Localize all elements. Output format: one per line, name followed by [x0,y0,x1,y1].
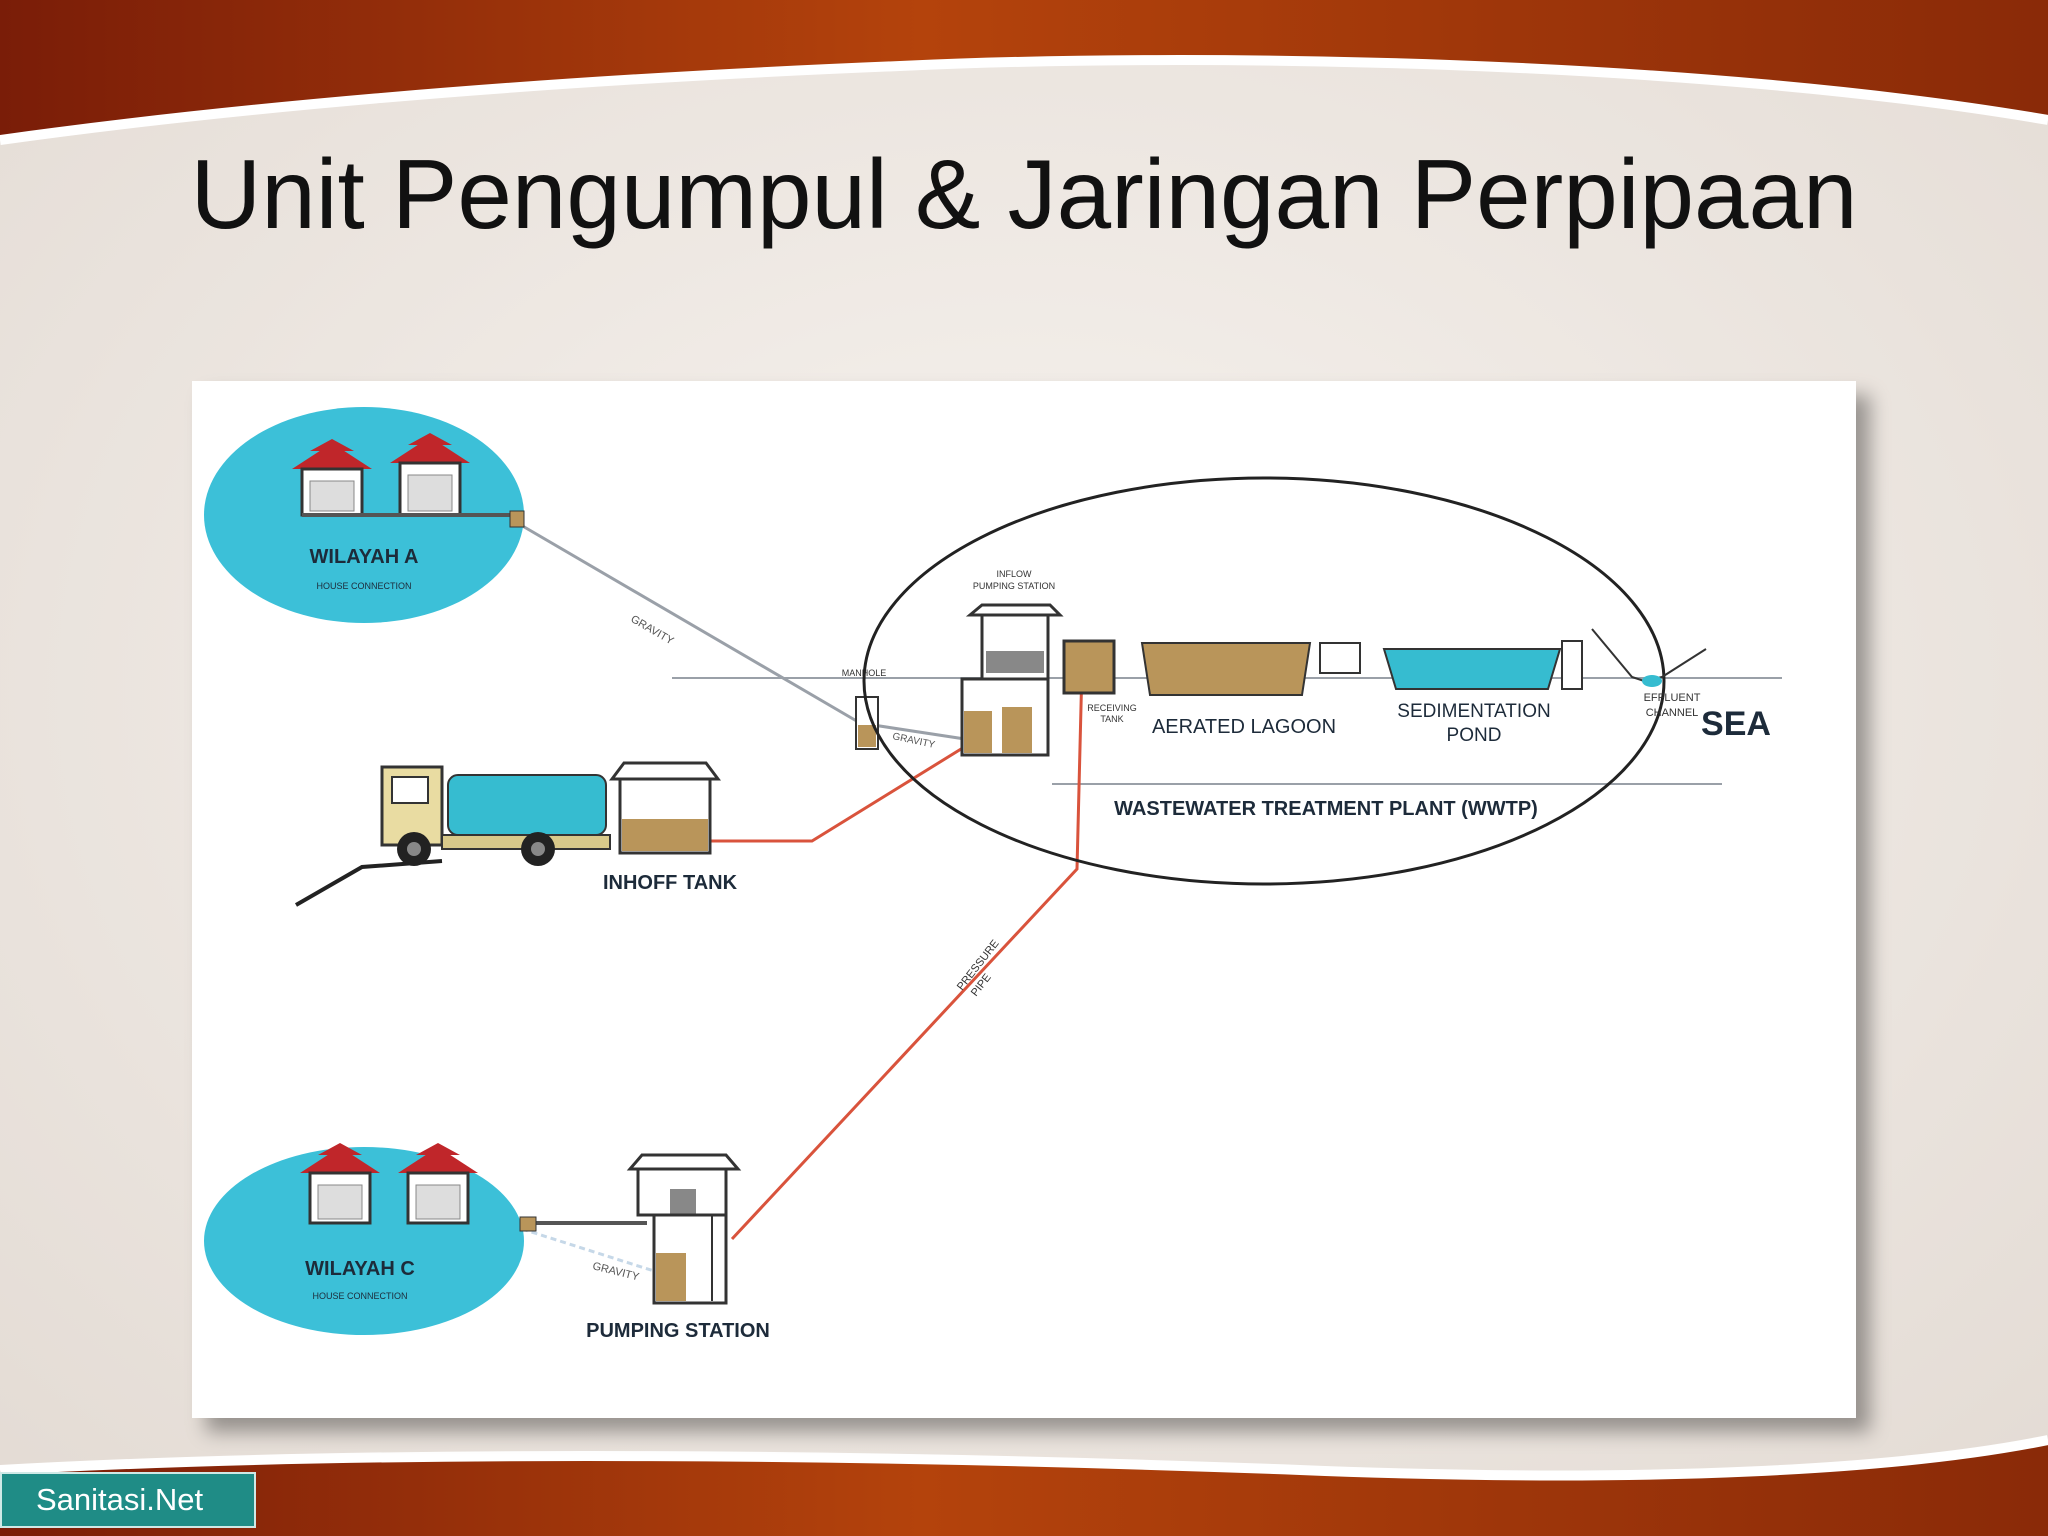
brand-label: Sanitasi.Net [0,1472,256,1528]
sedimentation-pond [1319,640,1583,690]
effluent-channel-label: EFFLUENT [1644,692,1701,704]
road-line [295,859,443,907]
wwtp-boundary [862,476,1666,886]
zone-subtitle: HOUSE CONNECTION [316,581,411,591]
pumping-station-label: PUMPING STATION [586,1320,770,1342]
sedimentation-label: POND [1447,725,1502,746]
gravity-pipe-a [513,519,861,725]
pumping-station [626,1153,742,1305]
zone-name: WILAYAH C [305,1258,415,1280]
manhole [855,696,879,750]
tanker-pipe [710,739,975,843]
effluent-channel [1591,628,1707,687]
inhoff-tank-label: INHOFF TANK [603,872,738,894]
house-icon [398,1143,478,1225]
wastewater-diagram: WILAYAH A HOUSE CONNECTION GRAVITY MANHO… [192,381,1856,1418]
gravity-pipe-c [521,1227,655,1273]
house-icon [300,1143,380,1225]
receiving-tank [1062,639,1116,695]
gravity-pipe-manhole [859,721,979,743]
pipe-label-gravity: GRAVITY [629,613,677,647]
inhoff-tank [609,761,721,855]
sea-label: SEA [1701,705,1771,743]
aerated-lagoon [1140,642,1312,696]
zone-subtitle: HOUSE CONNECTION [312,1291,407,1301]
pipe-label-gravity: GRAVITY [591,1260,641,1283]
sedimentation-label: SEDIMENTATION [1397,701,1550,722]
slide-title: Unit Pengumpul & Jaringan Perpipaan [190,139,1858,249]
inflow-pumping-label: PUMPING STATION [973,581,1055,591]
inflow-pumping-label: INFLOW [997,569,1033,579]
receiving-tank-label: TANK [1100,714,1123,724]
house-icon [292,439,372,517]
tanker-truck-icon [380,765,611,866]
wwtp-label: WASTEWATER TREATMENT PLANT (WWTP) [1114,798,1538,820]
receiving-tank-label: RECEIVING [1087,703,1137,713]
inflow-pumping-station [960,603,1064,757]
effluent-channel-label: CHANNEL [1646,707,1699,719]
zone-name: WILAYAH A [310,546,419,568]
aerated-lagoon-label: AERATED LAGOON [1152,716,1336,738]
pressure-pipe [730,665,1084,1241]
